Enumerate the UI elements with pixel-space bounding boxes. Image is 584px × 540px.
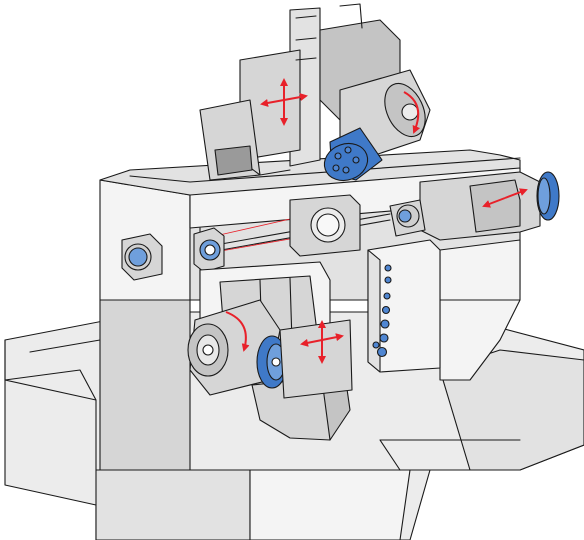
- tool-magazine-panel: [367, 239, 441, 373]
- rotate-b-axis-arrow-icon: [403, 91, 421, 134]
- rotate-c-axis-arrow-icon: [225, 311, 250, 352]
- lower-tool-disk: [256, 319, 353, 399]
- move-cross-arrows-icon: [300, 320, 344, 364]
- move-cross-arrows-icon: [260, 78, 308, 126]
- upper-tool-spindle: [323, 69, 431, 182]
- sub-spindle-unit: [389, 171, 560, 241]
- main-spindle-motor-flange: [121, 233, 163, 281]
- center-carriage: [289, 194, 361, 257]
- double-horizontal-arrow-icon: [482, 188, 528, 208]
- magazine-ports: [372, 264, 392, 358]
- main-spindle: [193, 227, 225, 273]
